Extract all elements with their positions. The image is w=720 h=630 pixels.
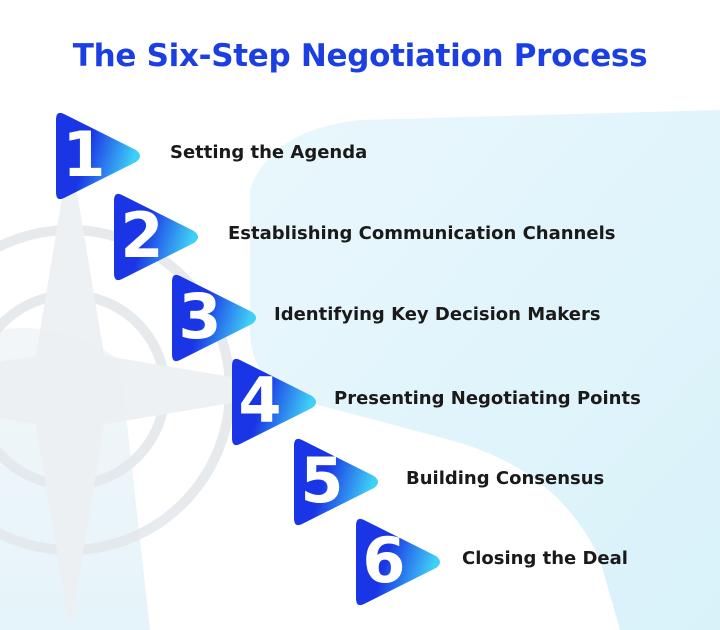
badge-shape bbox=[114, 193, 198, 281]
play-triangle-icon: 1 bbox=[56, 112, 140, 200]
badge-shape bbox=[232, 358, 316, 446]
step-number: 3 bbox=[178, 280, 221, 353]
badge-shape bbox=[294, 438, 378, 526]
background-shape-right bbox=[250, 110, 720, 630]
step-5-badge: 5 bbox=[284, 432, 384, 532]
step-3-badge: 3 bbox=[162, 268, 262, 368]
step-3-label: Identifying Key Decision Makers bbox=[274, 304, 601, 325]
step-6-label: Closing the Deal bbox=[462, 548, 628, 569]
play-triangle-icon: 4 bbox=[232, 358, 316, 446]
step-5-label: Building Consensus bbox=[406, 468, 605, 489]
step-number: 1 bbox=[62, 118, 105, 191]
step-4-label: Presenting Negotiating Points bbox=[334, 388, 641, 409]
step-6-badge: 6 bbox=[346, 512, 446, 612]
page-title: The Six-Step Negotiation Process bbox=[72, 38, 648, 74]
step-4-badge: 4 bbox=[222, 352, 322, 452]
step-number: 6 bbox=[362, 524, 405, 597]
badge-shape bbox=[56, 112, 140, 200]
step-number: 5 bbox=[300, 444, 343, 517]
play-triangle-icon: 3 bbox=[172, 274, 256, 362]
step-number: 2 bbox=[120, 199, 163, 272]
play-triangle-icon: 6 bbox=[356, 518, 440, 606]
play-triangle-icon: 2 bbox=[114, 193, 198, 281]
step-1-badge: 1 bbox=[46, 106, 146, 206]
badge-shape bbox=[356, 518, 440, 606]
play-triangle-icon: 5 bbox=[294, 438, 378, 526]
step-number: 4 bbox=[238, 364, 281, 437]
badge-shape bbox=[172, 274, 256, 362]
step-2-badge: 2 bbox=[104, 187, 204, 287]
step-2-label: Establishing Communication Channels bbox=[228, 223, 616, 244]
compass-icon bbox=[0, 150, 310, 630]
step-1-label: Setting the Agenda bbox=[170, 142, 368, 163]
